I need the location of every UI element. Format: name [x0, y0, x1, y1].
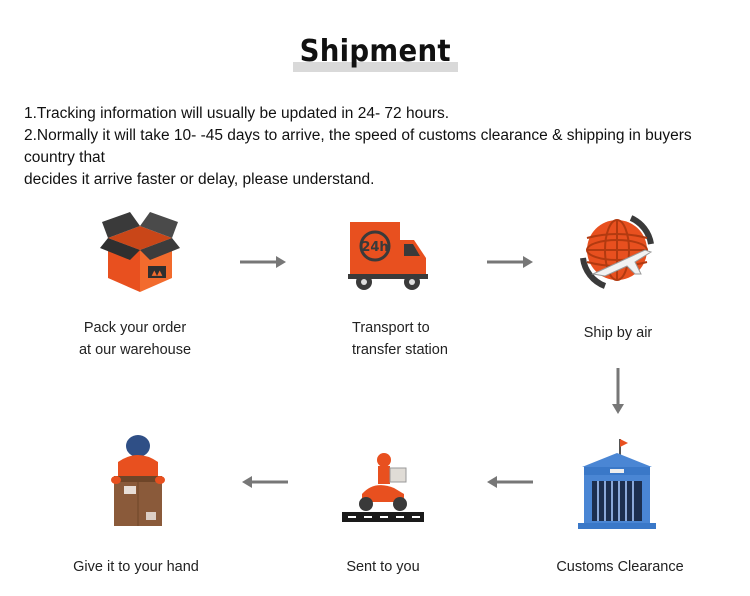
delivery-truck-icon: 24h [348, 222, 428, 290]
step-customs [578, 437, 656, 531]
courier-scooter-icon [342, 453, 424, 522]
page-title: Shipment [299, 34, 451, 69]
courier-carrying-box-icon [111, 435, 165, 526]
step-pack: ▲▲ [100, 208, 180, 294]
step-transport: 24h [348, 218, 428, 294]
truck-badge: 24h [361, 240, 388, 255]
step-hand [106, 432, 170, 532]
arrow-left-icon [242, 476, 288, 488]
label-line: Sent to you [346, 559, 420, 575]
note-line: decides it arrive faster or delay, pleas… [24, 171, 375, 188]
shipping-notes: 1.Tracking information will usually be u… [24, 103, 734, 191]
step-transport-label: Transport to transfer station [320, 317, 450, 361]
step-air-label: Ship by air [556, 322, 680, 344]
arrow-right-icon [487, 256, 533, 268]
globe-airplane-icon [580, 215, 654, 289]
label-line: transfer station [352, 342, 448, 358]
label-line: Pack your order [83, 320, 187, 336]
label-line: Customs Clearance [556, 559, 684, 575]
svg-text:▲▲: ▲▲ [152, 269, 163, 277]
note-line: 1.Tracking information will usually be u… [24, 105, 450, 122]
arrow-down-icon [612, 368, 624, 414]
step-sent [338, 450, 428, 526]
customs-building-icon [578, 439, 656, 529]
step-air [575, 208, 659, 294]
label-line: at our warehouse [78, 342, 192, 358]
step-sent-label: Sent to you [318, 556, 448, 578]
arrow-left-icon [487, 476, 533, 488]
step-pack-label: Pack your order at our warehouse [70, 317, 200, 361]
note-line: 2.Normally it will take 10- -45 days to … [24, 127, 692, 166]
label-line: Ship by air [583, 325, 653, 341]
step-hand-label: Give it to your hand [66, 556, 206, 578]
title-underline [293, 62, 458, 72]
step-customs-label: Customs Clearance [550, 556, 690, 578]
title-container: Shipment [0, 34, 750, 69]
arrow-right-icon [240, 256, 286, 268]
label-line: Give it to your hand [73, 559, 199, 575]
package-box-icon: ▲▲ [100, 212, 180, 292]
label-line: Transport to [352, 320, 430, 336]
